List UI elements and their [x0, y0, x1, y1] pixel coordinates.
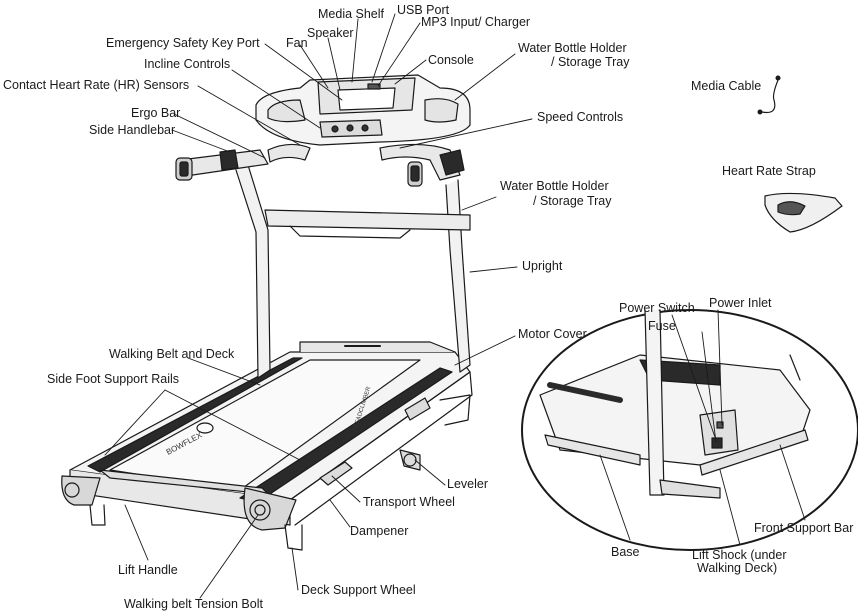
- label-water-bottle-top-2: / Storage Tray: [551, 55, 630, 69]
- label-fuse: Fuse: [648, 319, 676, 333]
- label-upright: Upright: [522, 259, 563, 273]
- label-base: Base: [611, 545, 640, 559]
- label-leveler: Leveler: [447, 477, 488, 491]
- detail-inset: [521, 309, 858, 551]
- label-console: Console: [428, 53, 474, 67]
- mid-storage-tray: [264, 209, 471, 231]
- walking-deck: [69, 341, 473, 526]
- label-walking-belt-tension-bolt: Walking belt Tension Bolt: [124, 597, 263, 611]
- label-ergo-bar: Ergo Bar: [131, 106, 181, 120]
- label-media-cable: Media Cable: [691, 79, 762, 93]
- label-motor-cover: Motor Cover: [518, 327, 587, 341]
- label-mp3-input: MP3 Input/ Charger: [421, 15, 531, 29]
- handlebars: [175, 143, 465, 187]
- label-transport-wheel: Transport Wheel: [363, 495, 455, 509]
- label-water-bottle-mid-2: / Storage Tray: [533, 194, 612, 208]
- deck-side-hardware: [319, 394, 471, 486]
- label-deck-support-wheel: Deck Support Wheel: [301, 583, 416, 597]
- label-dampener: Dampener: [350, 524, 409, 538]
- media-cable-drawing: [761, 79, 779, 114]
- label-speaker: Speaker: [307, 26, 354, 40]
- label-media-shelf: Media Shelf: [318, 7, 385, 21]
- label-fan: Fan: [286, 36, 308, 50]
- label-emergency-key-port: Emergency Safety Key Port: [106, 36, 260, 50]
- label-side-foot-support-rails: Side Foot Support Rails: [47, 372, 180, 386]
- label-side-handlebar: Side Handlebar: [89, 123, 176, 137]
- leader-lines: [104, 13, 806, 599]
- label-lift-shock-2: Walking Deck): [697, 561, 778, 575]
- label-water-bottle-top-1: Water Bottle Holder: [518, 41, 627, 55]
- label-front-support-bar: Front Support Bar: [754, 521, 854, 535]
- label-lift-handle: Lift Handle: [118, 563, 178, 577]
- label-walking-belt-deck: Walking Belt and Deck: [109, 347, 235, 361]
- label-water-bottle-mid-1: Water Bottle Holder: [500, 179, 609, 193]
- label-speed-controls: Speed Controls: [537, 110, 624, 124]
- label-lift-shock-1: Lift Shock (under: [692, 548, 787, 562]
- label-power-switch: Power Switch: [619, 301, 695, 315]
- label-power-inlet: Power Inlet: [709, 296, 772, 310]
- label-usb-port: USB Port: [397, 3, 450, 17]
- rear-end-caps: [61, 475, 303, 551]
- console: [255, 74, 471, 146]
- heart-rate-strap-drawing: [764, 192, 843, 233]
- label-contact-hr-sensors: Contact Heart Rate (HR) Sensors: [3, 78, 190, 92]
- label-incline-controls: Incline Controls: [144, 57, 231, 71]
- label-heart-rate-strap: Heart Rate Strap: [722, 164, 816, 178]
